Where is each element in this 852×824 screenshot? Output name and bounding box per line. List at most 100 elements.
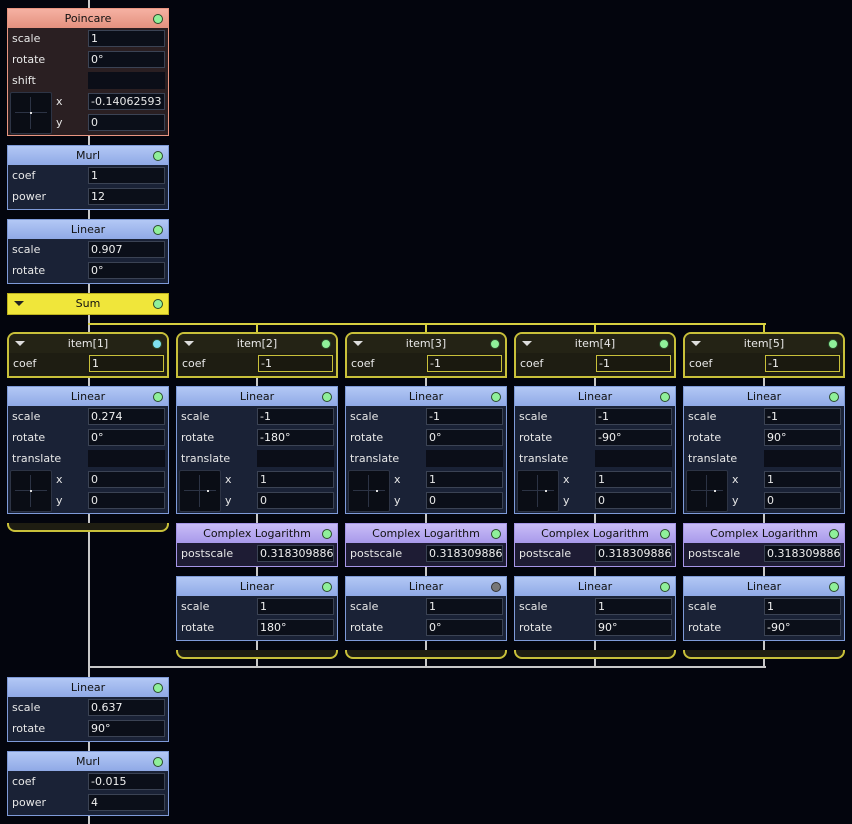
enable-toggle-icon[interactable] — [153, 392, 163, 402]
enable-toggle-icon[interactable] — [659, 339, 669, 349]
enable-toggle-icon[interactable] — [153, 225, 163, 235]
postscale-field[interactable]: 0.318309886 — [595, 545, 672, 562]
rotate-field[interactable]: -180° — [257, 429, 334, 446]
xy-pad[interactable] — [10, 470, 52, 512]
node-header[interactable]: Linear — [346, 387, 506, 406]
coef-field[interactable]: -1 — [258, 355, 333, 372]
scale-field[interactable]: 0.907 — [88, 241, 165, 258]
node-header[interactable]: Sum — [8, 294, 168, 313]
coef-field[interactable]: 1 — [88, 167, 165, 184]
node-header[interactable]: Linear — [515, 387, 675, 406]
x-field[interactable]: 1 — [426, 471, 503, 488]
node-header[interactable]: Linear — [177, 577, 337, 596]
collapse-arrow-icon[interactable] — [522, 341, 532, 346]
scale-field[interactable]: -1 — [764, 408, 841, 425]
y-field[interactable]: 0 — [88, 114, 165, 131]
enable-toggle-icon[interactable] — [490, 339, 500, 349]
collapse-arrow-icon[interactable] — [353, 341, 363, 346]
xy-pad-point-icon[interactable] — [30, 490, 32, 492]
rotate-field[interactable]: 0° — [88, 262, 165, 279]
x-field[interactable]: 1 — [764, 471, 841, 488]
enable-toggle-icon[interactable] — [491, 392, 501, 402]
coef-field[interactable]: -1 — [596, 355, 671, 372]
scale-field[interactable]: 1 — [595, 598, 672, 615]
rotate-field[interactable]: -90° — [595, 429, 672, 446]
coef-field[interactable]: -1 — [765, 355, 840, 372]
rotate-field[interactable]: 0° — [88, 51, 165, 68]
node-header[interactable]: Linear — [8, 387, 168, 406]
y-field[interactable]: 0 — [764, 492, 841, 509]
node-header[interactable]: Linear — [8, 678, 168, 697]
xy-pad-point-icon[interactable] — [30, 112, 32, 114]
item-node[interactable]: item[5] coef-1 — [683, 332, 845, 378]
node-header[interactable]: Complex Logarithm — [684, 524, 844, 543]
xy-pad-point-icon[interactable] — [376, 490, 378, 492]
xy-pad[interactable] — [686, 470, 728, 512]
enable-toggle-icon[interactable] — [153, 683, 163, 693]
xy-pad[interactable] — [10, 92, 52, 134]
node-header[interactable]: Murl — [8, 752, 168, 771]
x-field[interactable]: 1 — [257, 471, 334, 488]
postscale-field[interactable]: 0.318309886 — [257, 545, 334, 562]
node-header[interactable]: item[1] — [9, 334, 167, 353]
coef-field[interactable]: 1 — [89, 355, 164, 372]
sum-node[interactable]: Sum — [7, 293, 169, 315]
enable-toggle-icon[interactable] — [153, 757, 163, 767]
node-header[interactable]: item[5] — [685, 334, 843, 353]
enable-toggle-icon[interactable] — [152, 339, 162, 349]
enable-toggle-icon[interactable] — [153, 299, 163, 309]
rotate-field[interactable]: 90° — [88, 720, 165, 737]
coef-field[interactable]: -1 — [427, 355, 502, 372]
scale-field[interactable]: 0.637 — [88, 699, 165, 716]
scale-field[interactable]: 1 — [426, 598, 503, 615]
xy-pad-point-icon[interactable] — [714, 490, 716, 492]
node-header[interactable]: item[4] — [516, 334, 674, 353]
rotate-field[interactable]: 0° — [426, 429, 503, 446]
enable-toggle-icon[interactable] — [153, 14, 163, 24]
scale-field[interactable]: 1 — [257, 598, 334, 615]
enable-toggle-icon[interactable] — [660, 392, 670, 402]
enable-toggle-icon[interactable] — [322, 529, 332, 539]
y-field[interactable]: 0 — [595, 492, 672, 509]
y-field[interactable]: 0 — [426, 492, 503, 509]
scale-field[interactable]: 1 — [764, 598, 841, 615]
enable-toggle-icon[interactable] — [491, 529, 501, 539]
item-node[interactable]: item[3] coef-1 — [345, 332, 507, 378]
enable-toggle-icon[interactable] — [828, 339, 838, 349]
node-header[interactable]: Complex Logarithm — [515, 524, 675, 543]
node-header[interactable]: Complex Logarithm — [346, 524, 506, 543]
coef-field[interactable]: -0.015 — [88, 773, 165, 790]
enable-toggle-icon[interactable] — [322, 582, 332, 592]
rotate-field[interactable]: 90° — [764, 429, 841, 446]
postscale-field[interactable]: 0.318309886 — [426, 545, 503, 562]
enable-toggle-icon[interactable] — [321, 339, 331, 349]
enable-toggle-icon[interactable] — [660, 529, 670, 539]
node-header[interactable]: Complex Logarithm — [177, 524, 337, 543]
scale-field[interactable]: 0.274 — [88, 408, 165, 425]
enable-toggle-icon[interactable] — [829, 529, 839, 539]
enable-toggle-icon[interactable] — [322, 392, 332, 402]
item-node[interactable]: item[4] coef-1 — [514, 332, 676, 378]
collapse-arrow-icon[interactable] — [184, 341, 194, 346]
enable-toggle-icon[interactable] — [153, 151, 163, 161]
xy-pad[interactable] — [179, 470, 221, 512]
enable-toggle-icon[interactable] — [829, 582, 839, 592]
disabled-toggle-icon[interactable] — [491, 582, 501, 592]
scale-field[interactable]: -1 — [257, 408, 334, 425]
